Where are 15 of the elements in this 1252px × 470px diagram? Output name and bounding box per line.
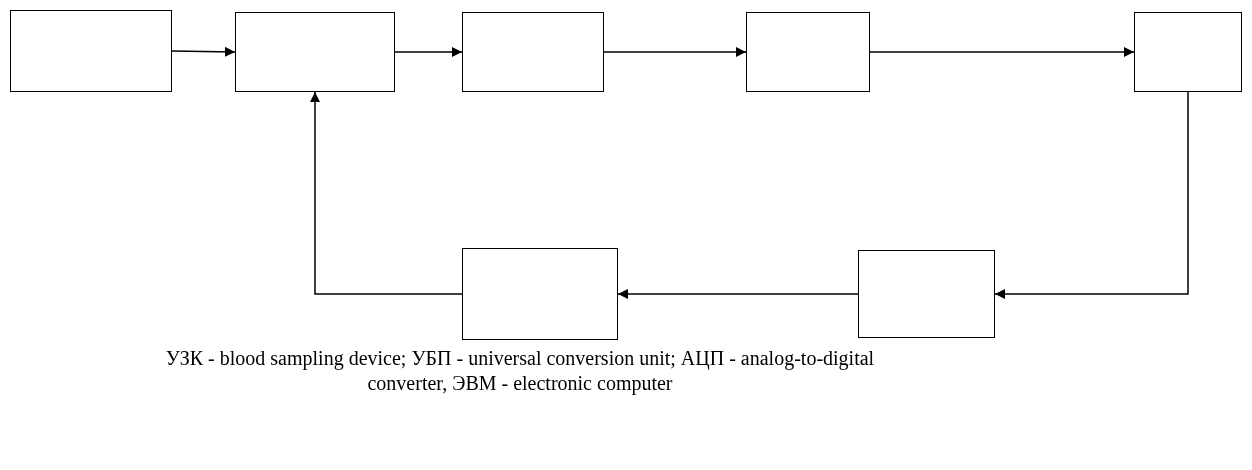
arrow: [869, 47, 1135, 57]
box-node: [1134, 12, 1242, 92]
box-node: [10, 10, 172, 92]
box-node: [858, 250, 995, 338]
box-node: [462, 12, 604, 92]
arrow: [617, 289, 859, 299]
arrow: [310, 91, 463, 295]
caption: УЗК - blood sampling device; УБП - universal conversion unit; АЦП - analog-to-digital converter, ЭВМ - electronic computer: [164, 346, 876, 396]
arrow: [394, 47, 463, 57]
box-node: [462, 248, 618, 340]
arrow: [603, 47, 747, 57]
box-node: [746, 12, 870, 92]
arrow: [171, 46, 236, 57]
arrow: [994, 91, 1189, 299]
box-node: [235, 12, 395, 92]
